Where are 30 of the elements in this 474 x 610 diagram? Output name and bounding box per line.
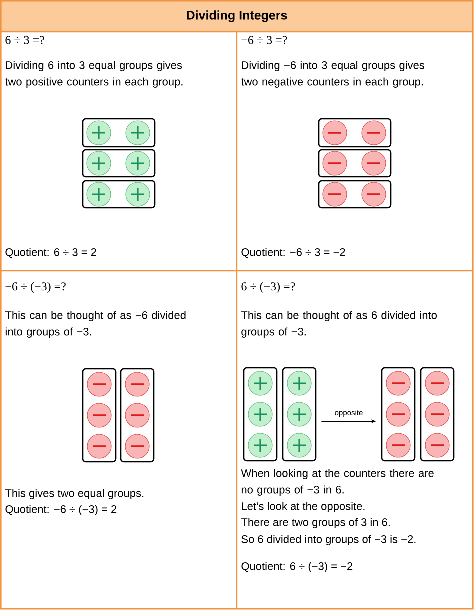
text-line: Quotient: −6 ÷ (−3) = 2 [6,505,117,516]
text-line: Let’s look at the opposite. [242,502,365,512]
group-box [318,180,392,209]
group-box [243,367,278,462]
equation: −6 ÷ (−3) =? [6,282,66,294]
paragraph: Dividing −6 into 3 equal groups gives two negative counters in each group. [241,61,424,88]
group-box [381,367,416,462]
text-line: Quotient: −6 ÷ 3 = −2 [242,248,346,258]
equation: −6 ÷ 3 =? [242,36,288,44]
group-box [120,368,155,463]
group-box [82,368,117,463]
group-box [82,149,156,178]
paragraph: Dividing 6 into 3 equal groups gives two positive counters in each group. [5,61,183,88]
group-box [82,180,156,209]
group-box [318,118,392,148]
group-box [318,149,392,178]
group-box [420,367,455,462]
paragraph: This can be thought of as −6 divided into groups of −3. [5,311,186,338]
group-box [82,118,156,148]
group-box [282,367,317,462]
text-line: So 6 divided into groups of −3 is −2. [242,535,416,546]
equation: 6 ÷ (−3) =? [242,282,296,294]
text-line: This gives two equal groups. [5,489,144,500]
paragraph: When looking at the counters there are no groups of −3 in 6. [241,469,434,496]
text-line: Quotient: 6 ÷ 3 = 2 [6,248,96,258]
text-line: There are two groups of 3 in 6. [241,518,390,528]
paragraph: This can be thought of as 6 divided into groups of −3. [241,311,437,338]
equation: 6 ÷ 3 =? [6,36,44,44]
text-line: Quotient: 6 ÷ (−3) = −2 [242,562,353,572]
title: Dividing Integers [187,10,288,22]
